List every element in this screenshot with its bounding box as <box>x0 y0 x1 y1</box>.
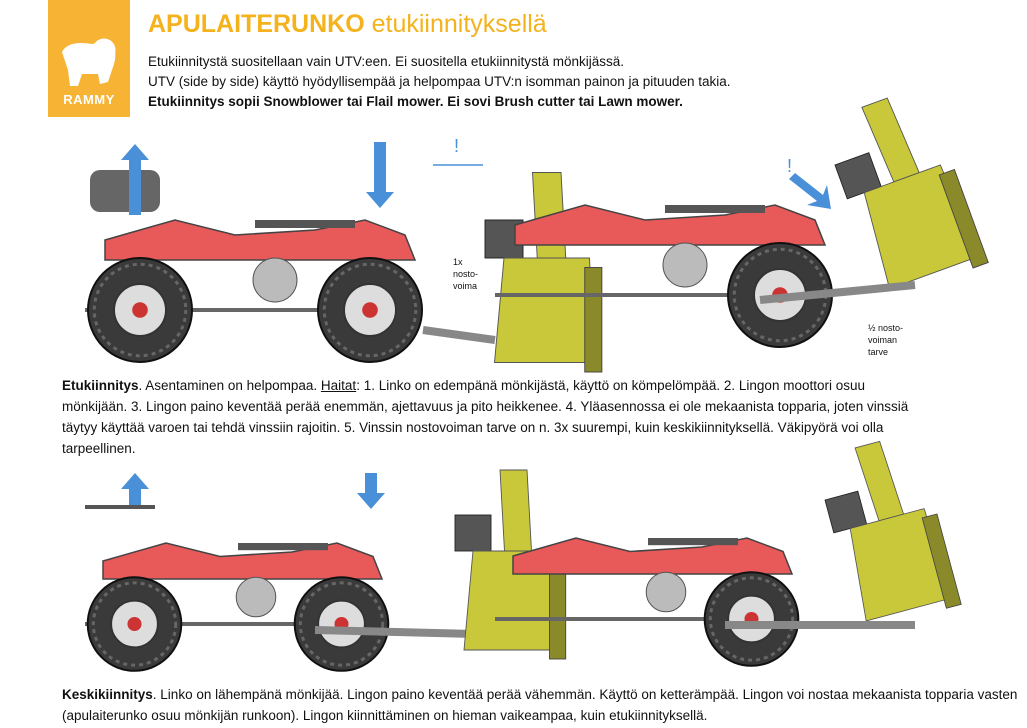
blower-auger-cover <box>584 267 603 373</box>
tire-tread <box>708 576 795 662</box>
logo-text: RAMMY <box>63 92 115 107</box>
atv-seat <box>255 220 355 228</box>
warning-mark-1: ! <box>454 136 460 156</box>
atv-engine <box>645 571 687 613</box>
atv-engine <box>252 257 298 303</box>
atv-seat <box>648 538 738 546</box>
atv-body <box>512 537 794 575</box>
arrow-down-icon <box>357 473 385 509</box>
figure-mid-mount-atv <box>85 469 567 672</box>
blower-housing <box>493 257 595 363</box>
hub <box>127 616 142 632</box>
figure-mid-mount-raised <box>495 440 962 667</box>
snowblower <box>834 97 989 290</box>
atv-body <box>102 542 384 580</box>
mid-mount-heading: Keskikiinnitys <box>62 687 153 702</box>
blower-engine <box>454 514 492 552</box>
tire-tread <box>92 262 188 358</box>
intro-line-1: Etukiinnitystä suositellaan vain UTV:een… <box>148 54 624 69</box>
figure-front-mount-atv <box>85 142 603 373</box>
tire-tread <box>298 581 385 667</box>
intro-line-2: UTV (side by side) käyttö hyödyllisempää… <box>148 74 731 89</box>
atv-seat <box>238 543 328 551</box>
arrow-up-icon <box>121 144 149 215</box>
mount-frame-arm <box>759 281 916 304</box>
haitat-label: Haitat <box>320 378 357 393</box>
warning-mark-2: ! <box>787 156 793 176</box>
blower-auger-cover <box>921 513 962 609</box>
rammy-logo: RAMMY <box>48 0 130 117</box>
arrow-down-icon <box>366 142 394 208</box>
front-mount-description: Etukiinnitys. Asentaminen on helpompaa. … <box>62 378 909 456</box>
hub <box>132 302 148 318</box>
blower-auger-cover <box>938 168 989 269</box>
atv-body <box>104 219 417 261</box>
blower-chute <box>499 469 532 552</box>
tire-tread <box>322 262 418 358</box>
arrow-diagonal-icon <box>789 173 831 209</box>
snowblower <box>454 469 567 660</box>
front-mount-heading: Etukiinnitys <box>62 378 139 393</box>
title-bold: APULAITERUNKO <box>148 10 365 38</box>
title-rest: etukiinnityksellä <box>364 10 547 38</box>
ram-icon <box>62 38 116 86</box>
snowblower <box>484 172 603 373</box>
arrow-up-icon <box>121 473 149 505</box>
intro-line-3: Etukiinnitys sopii Snowblower tai Flail … <box>148 94 683 109</box>
blower-auger-cover <box>549 559 567 660</box>
rear-rack-box <box>90 170 160 212</box>
tire-tread <box>91 581 178 667</box>
page-title: APULAITERUNKO etukiinnityksellä <box>148 10 547 39</box>
atv-engine <box>235 576 277 618</box>
mount-frame-arm <box>422 326 496 344</box>
mid-mount-description: Keskikiinnitys. Linko on lähempänä mönki… <box>62 687 1018 723</box>
atv-seat <box>665 205 765 213</box>
atv-body <box>514 204 827 246</box>
figure-front-mount-raised <box>495 97 989 348</box>
hub <box>362 302 378 318</box>
atv-engine <box>662 242 708 288</box>
snowblower <box>824 440 962 622</box>
